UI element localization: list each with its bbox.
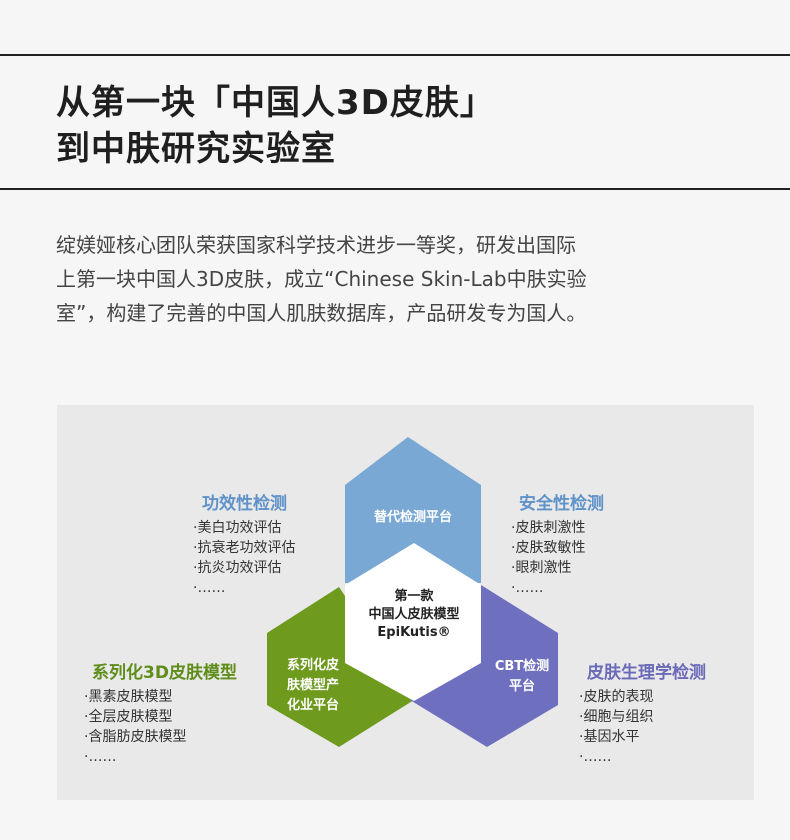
- title-line-2: 到中肤研究实验室: [56, 129, 336, 169]
- list-item: ·皮肤刺激性: [511, 520, 586, 536]
- right-platform-label: CBT检测 平台: [479, 657, 565, 697]
- center-hexagon: [345, 543, 481, 701]
- list-item: ·美白功效评估: [193, 520, 282, 536]
- list-item: ·皮肤致敏性: [511, 540, 586, 556]
- list-item: ·抗衰老功效评估: [193, 540, 296, 556]
- hexagon-diagram: [267, 437, 558, 747]
- left-platform-label: 系列化皮 肤模型产 化业平台: [269, 656, 357, 716]
- list-item: ·基因水平: [579, 729, 640, 745]
- list-item: ·全层皮肤模型: [84, 709, 173, 725]
- intro-line-2: 上第一块中国人3D皮肤，成立“Chinese Skin-Lab中肤实验: [56, 267, 587, 291]
- physiology-title: 皮肤生理学检测: [587, 663, 706, 683]
- center-label: 第一款 中国人皮肤模型 EpiKutis®: [352, 588, 476, 642]
- title-line-1: 从第一块「中国人3D皮肤」: [56, 83, 495, 123]
- intro-line-1: 绽媄娅核心团队荣获国家科学技术进步一等奖，研发出国际: [56, 233, 576, 257]
- physiology-list: ·皮肤的表现 ·细胞与组织 ·基因水平 ·……: [579, 687, 653, 767]
- list-item: ·……: [84, 749, 117, 765]
- left-platform-hexagon: [267, 587, 414, 747]
- intro-line-3: 室”，构建了完善的中国人肌肤数据库，产品研发专为国人。: [56, 301, 587, 325]
- list-item: ·皮肤的表现: [579, 689, 654, 705]
- center-line-3: EpiKutis®: [377, 625, 451, 640]
- top-divider: [0, 54, 790, 56]
- right-platform-line-1: CBT检测: [494, 659, 550, 674]
- list-item: ·细胞与组织: [579, 709, 654, 725]
- center-line-1: 第一款: [394, 589, 434, 604]
- safety-title: 安全性检测: [519, 494, 604, 514]
- list-item: ·含脂肪皮肤模型: [84, 729, 187, 745]
- models-list: ·黑素皮肤模型 ·全层皮肤模型 ·含脂肪皮肤模型 ·……: [84, 687, 186, 767]
- intro-paragraph: 绽媄娅核心团队荣获国家科学技术进步一等奖，研发出国际 上第一块中国人3D皮肤，成…: [56, 228, 756, 330]
- left-platform-line-2: 肤模型产: [286, 678, 339, 693]
- list-item: ·……: [579, 749, 612, 765]
- right-platform-line-2: 平台: [508, 679, 535, 694]
- safety-list: ·皮肤刺激性 ·皮肤致敏性 ·眼刺激性 ·……: [511, 518, 585, 598]
- left-platform-line-3: 化业平台: [286, 698, 339, 713]
- list-item: ·……: [511, 580, 544, 596]
- diagram-panel: 第一款 中国人皮肤模型 EpiKutis® 替代检测平台 系列化皮 肤模型产 化…: [57, 405, 754, 800]
- center-line-2: 中国人皮肤模型: [368, 607, 460, 622]
- efficacy-list: ·美白功效评估 ·抗衰老功效评估 ·抗炎功效评估 ·……: [193, 518, 295, 598]
- list-item: ·黑素皮肤模型: [84, 689, 173, 705]
- page-title: 从第一块「中国人3D皮肤」 到中肤研究实验室: [56, 80, 495, 172]
- bottom-divider: [0, 188, 790, 190]
- list-item: ·抗炎功效评估: [193, 560, 282, 576]
- list-item: ·眼刺激性: [511, 560, 572, 576]
- models-title: 系列化3D皮肤模型: [92, 663, 237, 683]
- left-platform-line-1: 系列化皮: [286, 658, 339, 673]
- top-platform-label: 替代检测平台: [373, 510, 452, 525]
- efficacy-title: 功效性检测: [202, 494, 287, 514]
- list-item: ·……: [193, 580, 226, 596]
- top-platform-hexagon: [345, 437, 481, 583]
- right-platform-hexagon: [410, 585, 558, 747]
